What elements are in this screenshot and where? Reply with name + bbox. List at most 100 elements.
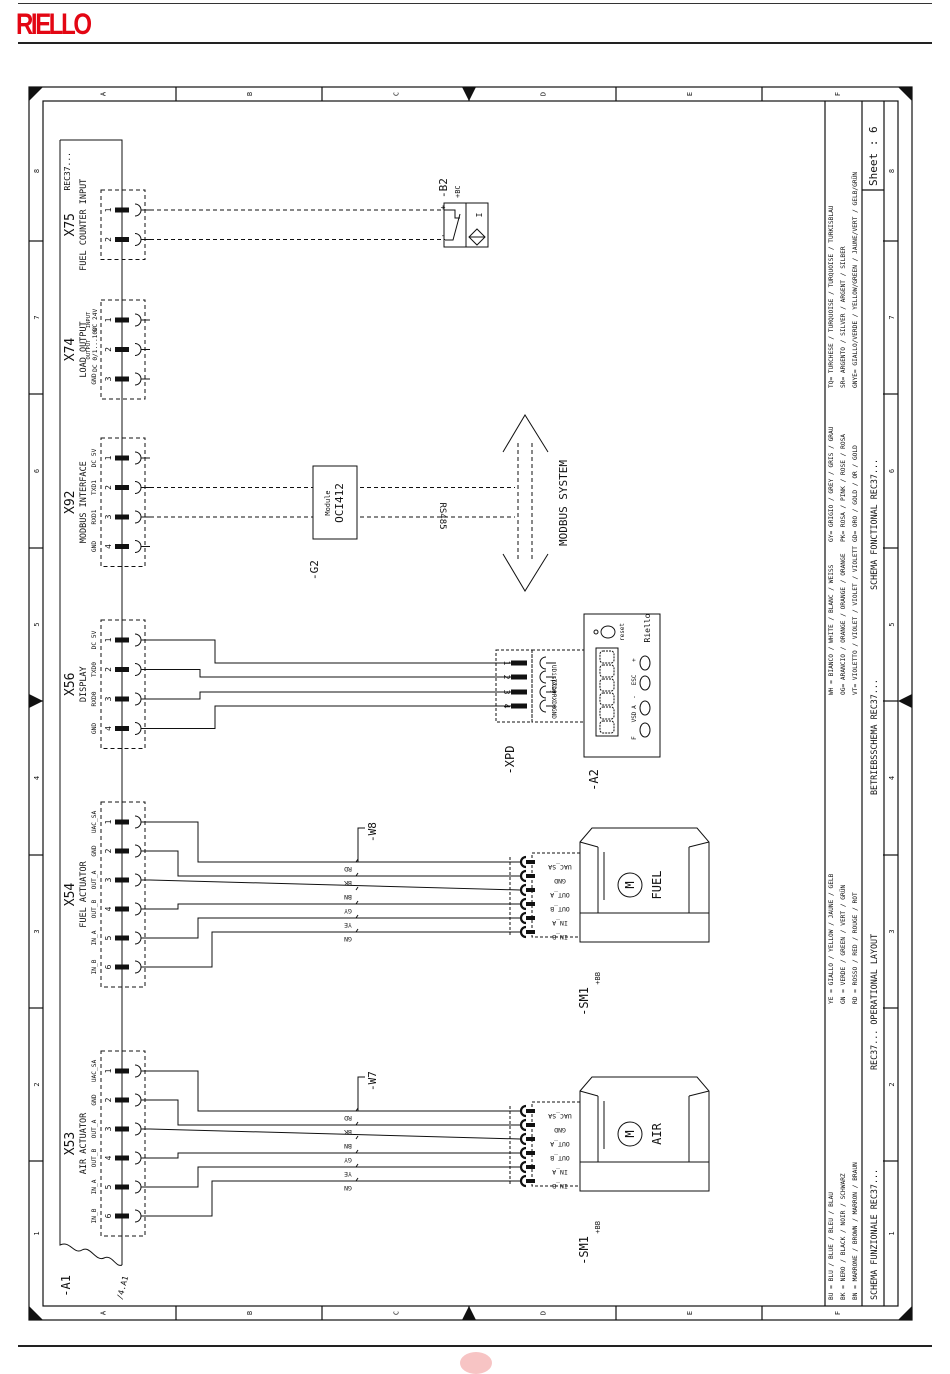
wire-tick xyxy=(355,1135,359,1140)
display-key xyxy=(639,700,651,716)
display-digit xyxy=(599,720,615,734)
pin-signal: IN_B xyxy=(91,1208,98,1223)
row-label-right: 5 xyxy=(888,622,896,626)
actuator-connector-housing xyxy=(531,1101,580,1187)
wire-tick xyxy=(355,900,359,905)
module-label: Module xyxy=(324,490,332,515)
actuator-pin xyxy=(526,902,535,906)
pin-signal: GND xyxy=(91,541,98,552)
row-label-right: 7 xyxy=(888,315,896,319)
actuator-wire xyxy=(150,917,520,939)
pin-number: 3 xyxy=(104,696,113,701)
legend-color-code: BK = NERO / BLACK / NOIR / SCHWARZ xyxy=(840,1173,847,1300)
row-label-right: 2 xyxy=(888,1082,896,1086)
pin-contact xyxy=(115,1213,129,1219)
pin-signal: RXD1 xyxy=(91,509,98,524)
display-wire xyxy=(150,705,512,729)
pin-contact xyxy=(115,317,129,323)
actuator-socket xyxy=(519,869,527,883)
arrow-head-down xyxy=(502,553,549,592)
connector-title: FUEL COUNTER INPUT xyxy=(79,179,89,271)
row-label-left: 6 xyxy=(33,469,41,473)
pin-number: 3 xyxy=(104,376,113,381)
socket-symbol xyxy=(134,481,142,494)
footer-rule xyxy=(18,1345,932,1347)
display-brand: Riello xyxy=(643,613,652,642)
actuator-socket xyxy=(519,925,527,939)
plug-pin-number: 2 xyxy=(502,675,511,680)
display-key xyxy=(639,722,651,738)
cable-id: -W8 xyxy=(366,822,379,842)
display-key-label: + xyxy=(631,658,638,662)
column-label-top: D xyxy=(540,92,548,96)
pin-number: 6 xyxy=(104,964,113,969)
pin-number: 5 xyxy=(104,935,113,940)
display-wire xyxy=(150,669,512,678)
socket-symbol xyxy=(134,873,142,887)
frame-centering-mark xyxy=(898,701,912,708)
pin-signal: DC 24V xyxy=(92,309,99,332)
pin-signal: OUT_A xyxy=(91,1119,98,1138)
actuator-socket xyxy=(519,1146,527,1160)
display-key-label: F xyxy=(631,736,638,740)
plug-socket-symbol xyxy=(539,656,547,670)
pin-signal: OUT_B xyxy=(91,1148,98,1167)
pin-contact xyxy=(115,485,129,490)
reset-label: reset xyxy=(619,623,626,641)
actuator-location: +BB xyxy=(594,972,602,985)
actuator-wire xyxy=(150,931,520,968)
cable-leader xyxy=(357,1076,365,1111)
frame-centering-mark xyxy=(29,1306,43,1320)
actuator-pin xyxy=(526,1109,535,1113)
connector-title: AIR ACTUATOR xyxy=(79,1112,89,1174)
actuator-bevel xyxy=(579,841,599,848)
plug-signal: UDisplay xyxy=(550,665,557,694)
pin-contact xyxy=(115,455,129,461)
actuator-pin-label: OUT_A xyxy=(550,1140,570,1148)
frame-centering-mark xyxy=(462,87,469,101)
socket-symbol xyxy=(134,1064,142,1078)
plug-signal: GND xyxy=(550,708,557,719)
socket-symbol xyxy=(134,815,142,829)
socket-symbol xyxy=(134,692,142,706)
plug-pin-number: 4 xyxy=(502,704,511,709)
sensor-minus: - xyxy=(441,231,446,240)
socket-symbol xyxy=(134,633,142,647)
plug-pin xyxy=(511,689,527,695)
pin-number: 3 xyxy=(104,877,113,882)
connector-housing-x92 xyxy=(100,437,146,567)
connector-title: DISPLAY xyxy=(79,666,89,702)
pin-contact xyxy=(115,1184,129,1190)
sensor-location: +BC xyxy=(454,185,462,198)
socket-symbol xyxy=(134,233,142,246)
plug-pin-number: 3 xyxy=(502,690,511,695)
pin-signal: IN_A xyxy=(91,1179,98,1194)
wire-color-label: BN xyxy=(344,893,352,901)
pin-number: 6 xyxy=(104,1213,113,1218)
legend-color-code: WH = BIANCO / WHITE / BLANC / WEISS xyxy=(828,564,835,695)
legend-color-code: GY= GRIGIO / GREY / GRIS / GRAU xyxy=(828,426,835,542)
legend-color-code: BN = MARRONE / BROWN / MARRON / BRAUN xyxy=(852,1162,859,1300)
pin-contact xyxy=(115,906,129,912)
socket-symbol xyxy=(134,372,142,386)
display-digit xyxy=(599,678,615,692)
row-label-left: 7 xyxy=(33,315,41,319)
legend-color-code: OG= ARANCIO / ORANGE / ORANGE / ORANGE xyxy=(840,553,847,695)
row-label-left: 4 xyxy=(33,776,41,780)
socket-symbol xyxy=(134,203,142,217)
drawing-title: SCHEMA FUNZIONALE REC37... xyxy=(869,1169,879,1300)
pin-signal: DC 5V xyxy=(91,448,98,467)
actuator-pin xyxy=(526,1151,535,1155)
display-key-label: - xyxy=(631,695,638,699)
socket-symbol xyxy=(134,1093,142,1107)
display-lcd xyxy=(595,647,619,737)
pin-signal-line1: INPUT xyxy=(86,311,92,328)
legend-color-code: BU = BLU / BLUE / BLEU / BLAU xyxy=(828,1192,835,1300)
pin-number: 2 xyxy=(104,237,113,242)
motor-letter: M xyxy=(623,1130,637,1137)
row-label-left: 1 xyxy=(33,1231,41,1235)
actuator-wire xyxy=(150,821,520,863)
sensor-mark: I xyxy=(475,212,484,217)
arrow-head-up xyxy=(502,414,549,453)
